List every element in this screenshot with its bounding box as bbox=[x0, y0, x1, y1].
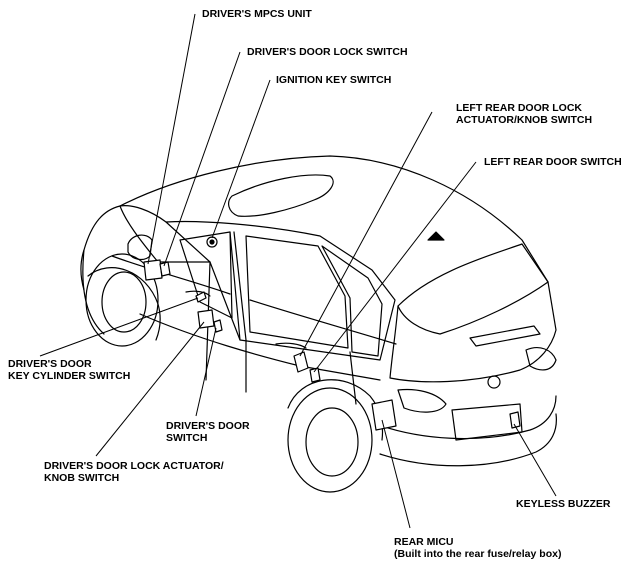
front-tire bbox=[85, 253, 159, 347]
roof-antenna bbox=[427, 231, 445, 241]
rear-spoiler bbox=[469, 325, 541, 347]
label-drivers-mpcs-unit: DRIVER'S MPCS UNIT bbox=[202, 8, 312, 20]
rear-micu-part bbox=[371, 399, 397, 431]
ignition-key-switch-core bbox=[209, 239, 215, 245]
sunroof bbox=[228, 174, 334, 217]
label-left-rear-door-switch: LEFT REAR DOOR SWITCH bbox=[484, 156, 622, 168]
label-drivers-door-key-cylinder-line2: KEY CYLINDER SWITCH bbox=[8, 370, 131, 382]
label-keyless-buzzer: KEYLESS BUZZER bbox=[516, 498, 611, 510]
label-drivers-door-lock-actuator: DRIVER'S DOOR LOCK ACTUATOR/ KNOB SWITCH bbox=[44, 460, 224, 484]
key-cylinder-part bbox=[195, 291, 207, 303]
front-bumper bbox=[80, 249, 85, 291]
b-pillar bbox=[229, 231, 247, 341]
leader-drivers-door-switch bbox=[195, 327, 217, 417]
rear-emblem bbox=[487, 375, 501, 389]
rear-door-seam bbox=[245, 339, 357, 405]
label-drivers-door-switch-line1: DRIVER'S DOOR bbox=[166, 420, 250, 432]
label-drivers-door-lock-actuator-line1: DRIVER'S DOOR LOCK ACTUATOR/ bbox=[44, 460, 224, 472]
label-drivers-door-switch: DRIVER'S DOOR SWITCH bbox=[166, 420, 250, 444]
label-left-rear-door-lock-line1: LEFT REAR DOOR LOCK bbox=[456, 102, 582, 114]
leader-door-lock-switch bbox=[163, 51, 241, 267]
windshield bbox=[119, 205, 211, 263]
body-side-rocker bbox=[139, 313, 381, 381]
label-drivers-door-key-cylinder: DRIVER'S DOOR KEY CYLINDER SWITCH bbox=[8, 358, 130, 382]
rear-side-window bbox=[245, 235, 349, 349]
left-taillight bbox=[397, 388, 447, 413]
rear-tire bbox=[287, 387, 373, 493]
label-drivers-door-lock-switch: DRIVER'S DOOR LOCK SWITCH bbox=[247, 46, 408, 58]
quarter-window bbox=[321, 245, 383, 357]
leader-rear-micu bbox=[381, 419, 411, 529]
right-taillight bbox=[525, 347, 557, 371]
label-rear-micu-line1: REAR MICU bbox=[394, 536, 454, 548]
leader-rear-door-switch bbox=[313, 161, 477, 373]
leader-ignition-key-switch bbox=[211, 79, 271, 239]
leader-rear-door-lock-actuator bbox=[299, 111, 433, 357]
label-ignition-key-switch: IGNITION KEY SWITCH bbox=[276, 74, 392, 86]
front-side-window bbox=[179, 231, 233, 319]
side-window-frame bbox=[165, 220, 396, 361]
license-plate-area bbox=[451, 403, 523, 441]
body-side-crease bbox=[111, 255, 397, 345]
front-door-handle bbox=[185, 290, 211, 297]
front-wheel-arch bbox=[87, 267, 161, 341]
label-drivers-door-switch-line2: SWITCH bbox=[166, 432, 208, 444]
rear-glass bbox=[397, 243, 549, 335]
label-rear-micu: REAR MICU (Built into the rear fuse/rela… bbox=[394, 536, 561, 560]
leader-door-lock-actuator bbox=[95, 321, 205, 457]
roof-outline bbox=[119, 155, 549, 283]
rear-bumper bbox=[375, 395, 557, 467]
rear-rim bbox=[305, 407, 359, 477]
rear-door-switch-part bbox=[309, 367, 321, 383]
keyless-buzzer-part bbox=[509, 411, 521, 429]
label-drivers-door-lock-actuator-line2: KNOB SWITCH bbox=[44, 472, 120, 484]
rear-door-lock-actuator-part bbox=[293, 351, 309, 373]
label-rear-micu-line2: (Built into the rear fuse/relay box) bbox=[394, 548, 562, 560]
liftgate bbox=[389, 281, 557, 383]
label-drivers-door-key-cylinder-line1: DRIVER'S DOOR bbox=[8, 358, 92, 370]
leader-keyless-buzzer bbox=[513, 423, 557, 497]
label-left-rear-door-lock: LEFT REAR DOOR LOCK ACTUATOR/KNOB SWITCH bbox=[456, 102, 592, 126]
door-lock-actuator-part bbox=[197, 309, 215, 329]
leader-mpcs-unit bbox=[147, 13, 196, 265]
label-left-rear-door-lock-line2: ACTUATOR/KNOB SWITCH bbox=[456, 114, 593, 126]
mpcs-unit-part bbox=[143, 259, 163, 281]
front-rim bbox=[101, 271, 147, 333]
leader-key-cylinder-switch bbox=[39, 297, 199, 357]
